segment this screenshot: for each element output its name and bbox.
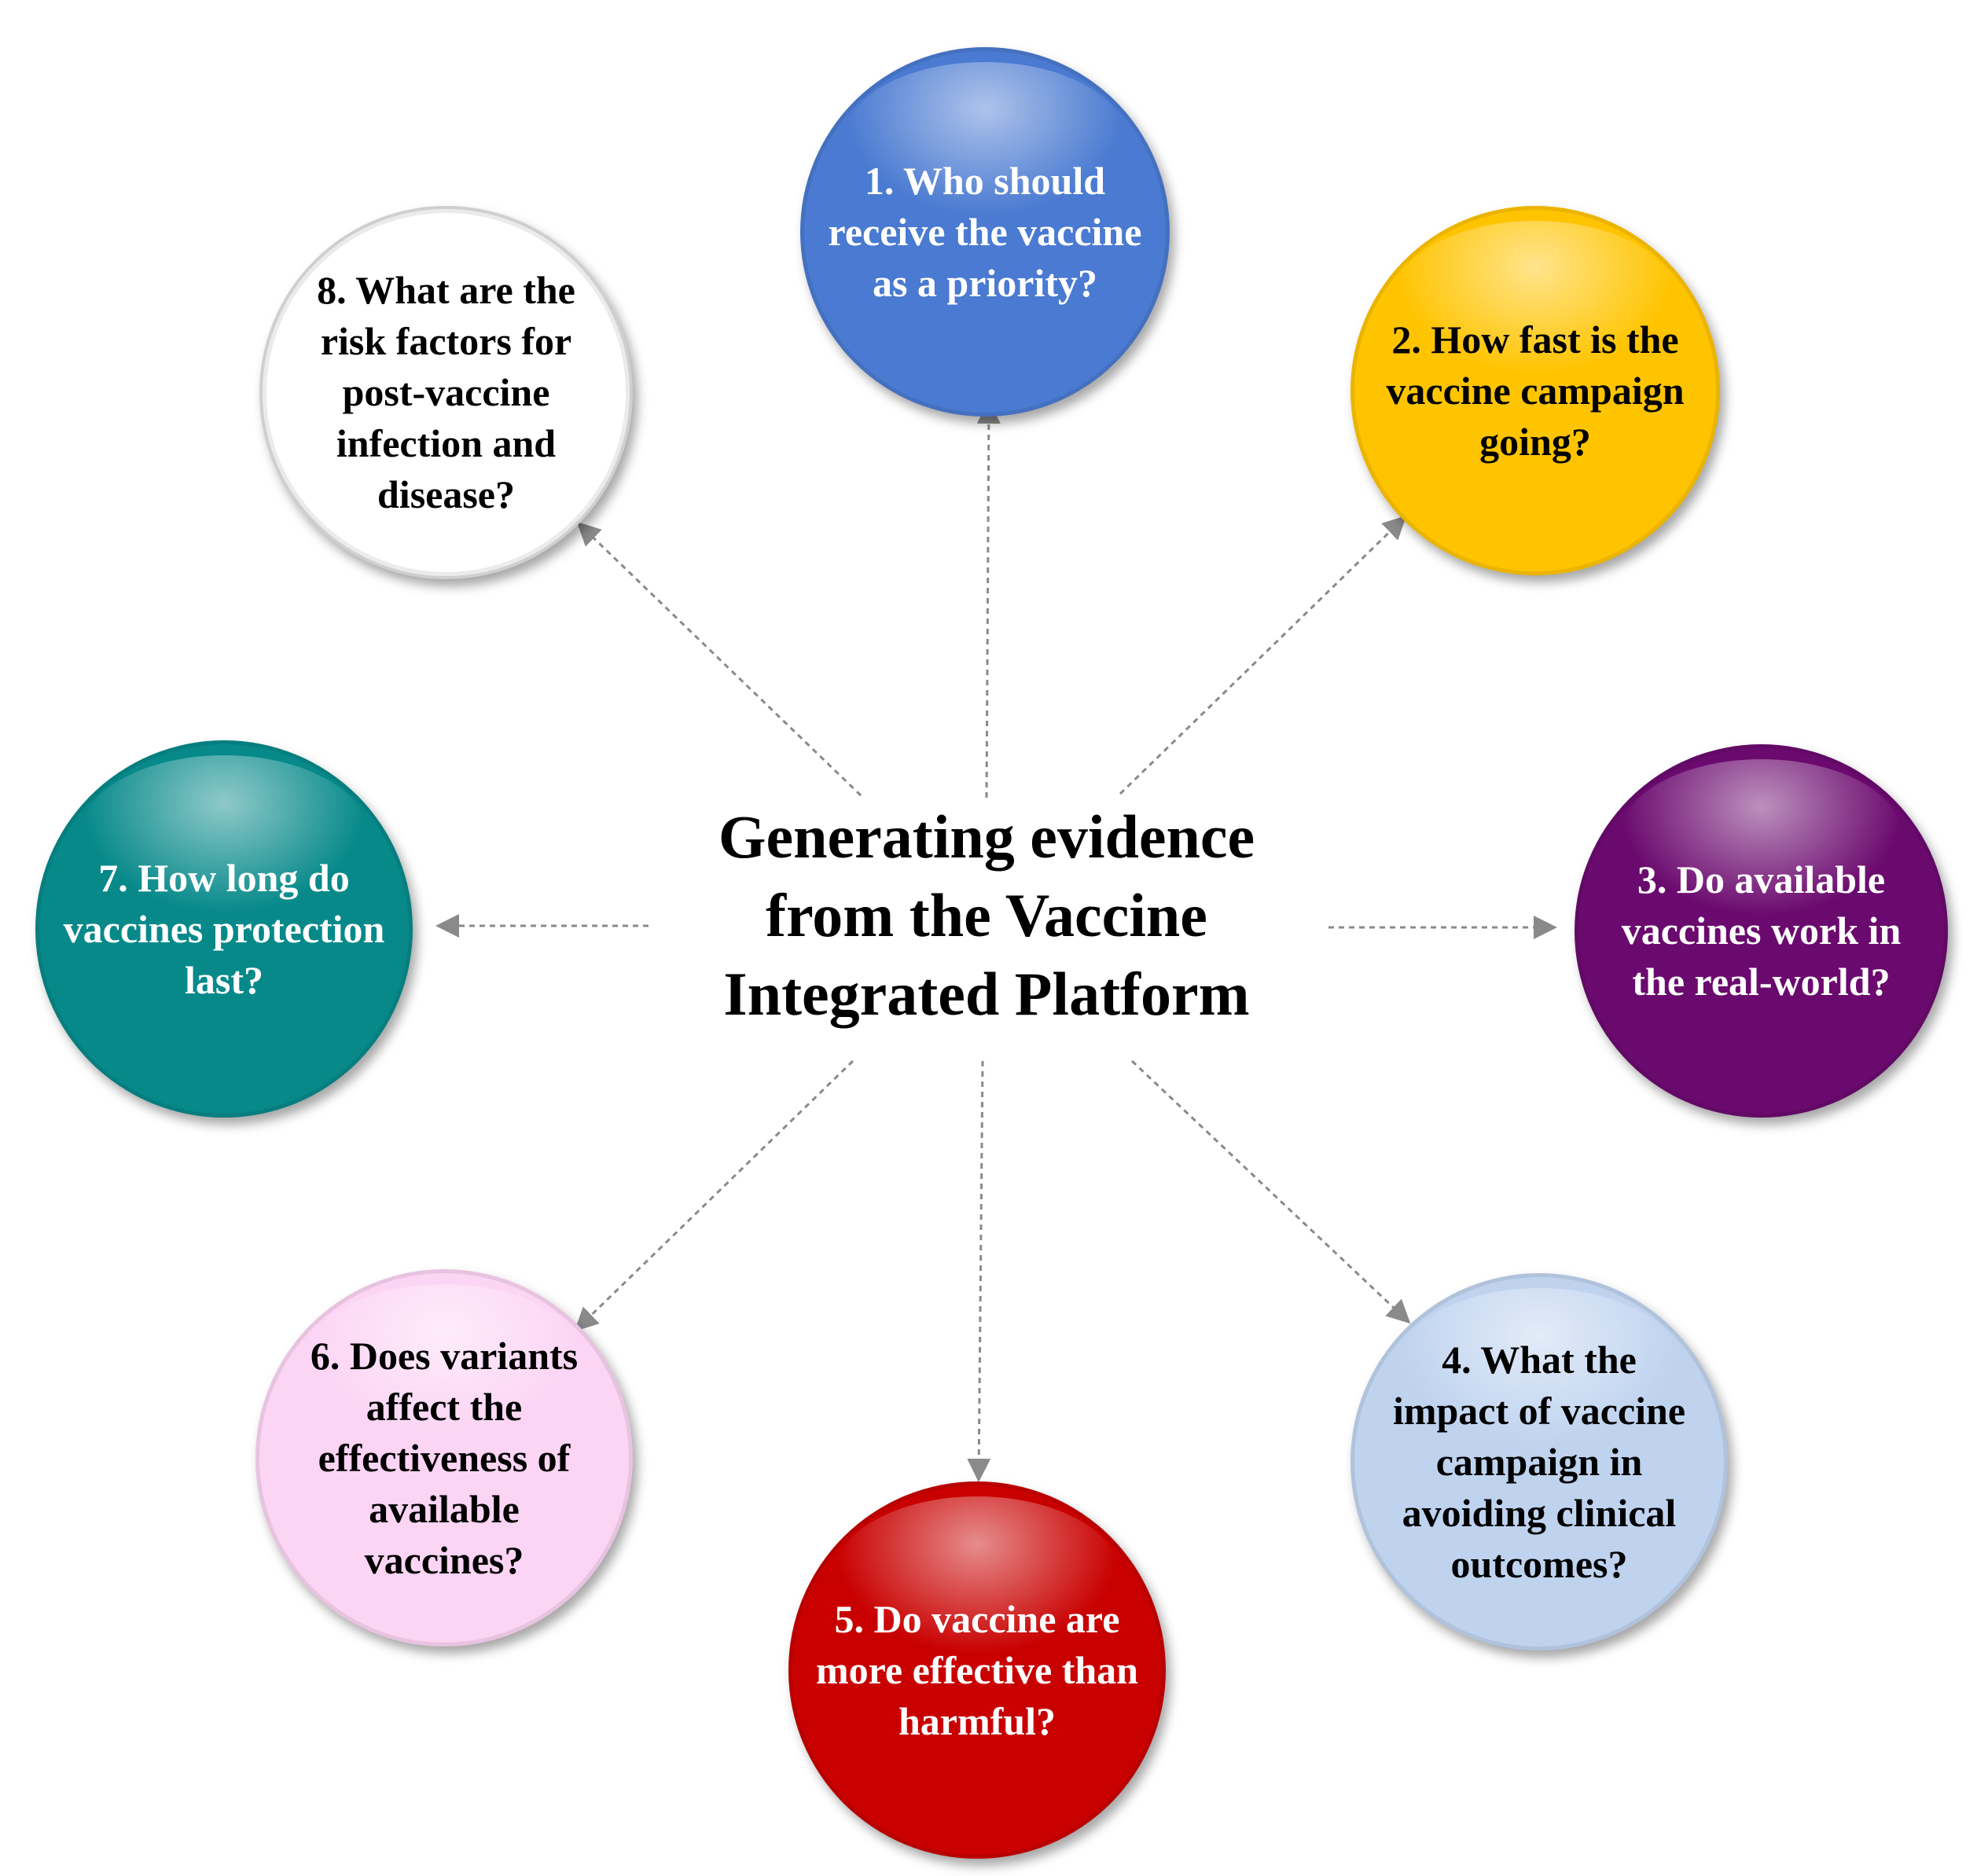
- node-label-line: vaccines?: [364, 1537, 524, 1582]
- node-label-line: post-vaccine: [342, 370, 550, 414]
- title-line: Generating evidence: [718, 802, 1255, 871]
- arrow-to-node-5: [967, 1060, 991, 1482]
- node-7-protection-duration: 7. How long do vaccines protection last?: [35, 740, 413, 1118]
- node-6-variants: 6. Does variants affect the effectivenes…: [255, 1269, 633, 1647]
- node-label: 3. Do available vaccines work in the rea…: [1603, 854, 1920, 1008]
- node-label-line: disease?: [377, 472, 515, 516]
- node-label-line: vaccines work in: [1621, 909, 1902, 953]
- node-label-line: campaign in: [1435, 1439, 1643, 1484]
- node-label: 8. What are the risk factors for post-va…: [298, 265, 594, 520]
- node-label: 1. Who should receive the vaccine as a p…: [810, 156, 1161, 309]
- node-label: 2. How fast is the vaccine campaign goin…: [1367, 314, 1703, 468]
- node-label: 7. How long do vaccines protection last?: [45, 853, 404, 1006]
- node-label: 6. Does variants affect the effectivenes…: [292, 1331, 597, 1586]
- diagram-title: Generating evidence from the Vaccine Int…: [652, 798, 1321, 1033]
- arrow-to-node-1: [976, 400, 1001, 798]
- node-label-line: vaccine campaign: [1386, 368, 1685, 413]
- node-label-line: 5. Do vaccine are: [834, 1596, 1120, 1641]
- arrow-to-node-8: [576, 521, 862, 797]
- node-label-line: 1. Who should: [864, 158, 1106, 203]
- node-2-campaign-speed: 2. How fast is the vaccine campaign goin…: [1350, 206, 1720, 575]
- node-label-line: the real-world?: [1632, 960, 1891, 1004]
- node-label-line: affect the: [366, 1384, 523, 1429]
- node-label-line: 7. How long do: [98, 855, 350, 900]
- node-label-line: last?: [185, 957, 263, 1002]
- node-label-line: harmful?: [898, 1698, 1056, 1743]
- node-label-line: 4. What the: [1442, 1337, 1637, 1382]
- node-label-line: infection and: [336, 421, 557, 465]
- node-label-line: 2. How fast is the: [1391, 317, 1679, 362]
- node-label-line: more effective than: [815, 1647, 1138, 1692]
- node-label-line: impact of vaccine: [1392, 1388, 1686, 1433]
- node-label: 4. What the impact of vaccine campaign i…: [1374, 1334, 1704, 1590]
- node-label-line: risk factors for: [320, 319, 572, 363]
- node-3-real-world: 3. Do available vaccines work in the rea…: [1575, 744, 1948, 1118]
- node-1-priority: 1. Who should receive the vaccine as a p…: [800, 47, 1170, 417]
- arrow-to-node-6: [574, 1059, 854, 1332]
- node-8-risk-factors: 8. What are the risk factors for post-va…: [259, 206, 633, 579]
- node-5-benefit-harm: 5. Do vaccine are more effective than ha…: [788, 1481, 1166, 1859]
- title-line: from the Vaccine: [766, 881, 1207, 949]
- arrow-to-node-2: [1119, 515, 1407, 795]
- node-label-line: 6. Does variants: [310, 1333, 579, 1378]
- node-4-clinical-impact: 4. What the impact of vaccine campaign i…: [1350, 1273, 1728, 1650]
- title-line: Integrated Platform: [723, 960, 1250, 1028]
- node-label-line: effectiveness of: [318, 1435, 571, 1480]
- node-label-line: 3. Do available: [1637, 857, 1886, 901]
- node-label-line: available: [369, 1486, 520, 1531]
- node-label-line: as a priority?: [872, 260, 1098, 305]
- arrow-to-node-4: [1130, 1059, 1411, 1324]
- node-label: 5. Do vaccine are more effective than ha…: [797, 1594, 1157, 1747]
- node-label-line: 8. What are the: [317, 268, 575, 312]
- node-label-line: receive the vaccine: [828, 209, 1142, 254]
- node-label-line: outcomes?: [1450, 1541, 1628, 1586]
- node-label-line: avoiding clinical: [1402, 1490, 1677, 1535]
- node-label-line: going?: [1479, 419, 1591, 464]
- node-label-line: vaccines protection: [63, 906, 385, 951]
